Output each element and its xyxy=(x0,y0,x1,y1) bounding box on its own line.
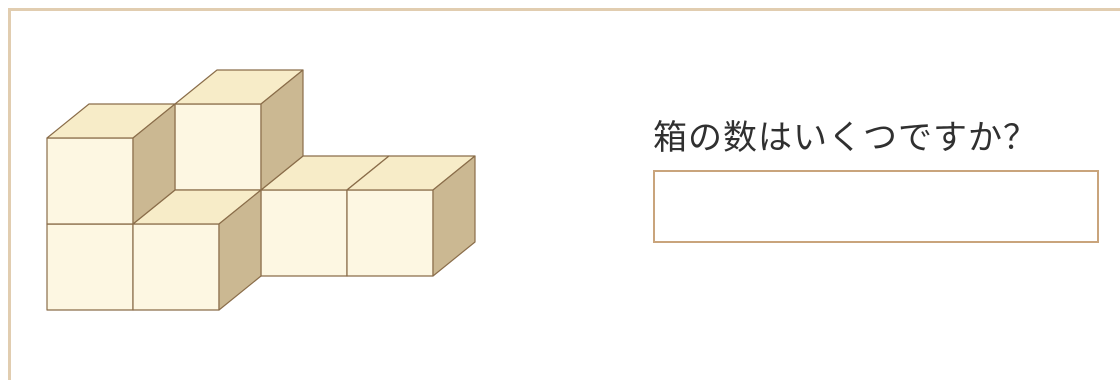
cube xyxy=(132,189,262,311)
frame-left-border xyxy=(8,8,11,380)
cube-front-face xyxy=(46,223,134,311)
cube-front-face xyxy=(46,137,134,225)
cube-front-face xyxy=(132,223,220,311)
question-text: 箱の数はいくつですか？ xyxy=(653,118,1038,158)
cube-front-face xyxy=(260,189,348,277)
frame-top-border xyxy=(8,8,1120,11)
answer-input[interactable] xyxy=(653,170,1099,243)
cube xyxy=(174,69,304,191)
cube-side-face xyxy=(218,189,262,311)
cube-side-face xyxy=(432,155,476,277)
cube xyxy=(346,155,476,277)
cube xyxy=(46,103,176,225)
cube-front-face xyxy=(174,103,262,191)
cube-stack-figure xyxy=(46,69,476,311)
cube-side-face xyxy=(260,69,304,191)
cube-front-face xyxy=(346,189,434,277)
cube-side-face xyxy=(132,103,176,225)
